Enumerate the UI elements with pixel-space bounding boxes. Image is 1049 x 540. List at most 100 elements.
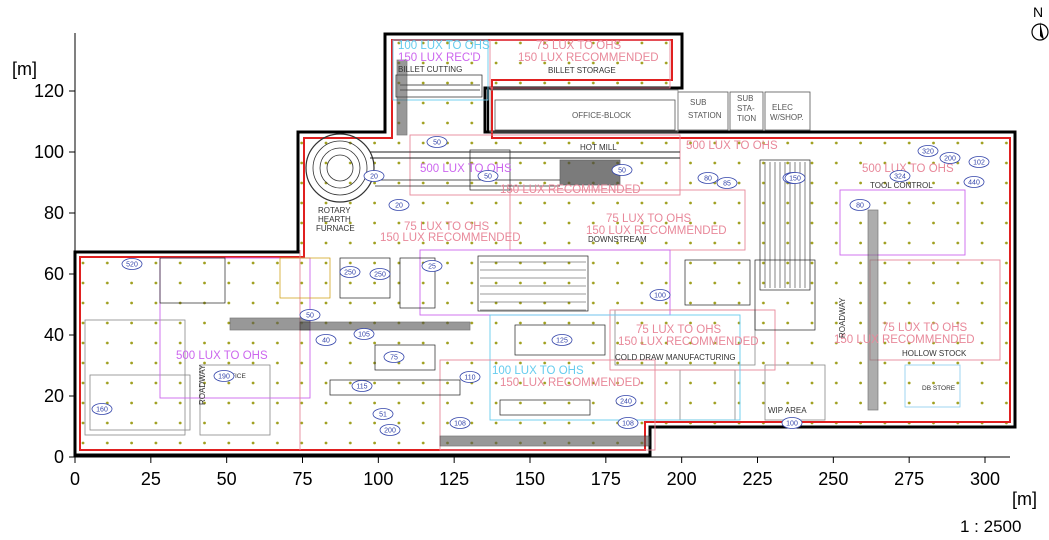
area-label: DOWNSTREAM (588, 235, 647, 244)
svg-text:102: 102 (973, 160, 985, 167)
area-label: W/SHOP. (770, 113, 804, 122)
lux-label: 75 LUX TO OHS (404, 221, 490, 233)
x-tick-label: 275 (894, 469, 924, 489)
lighting-bubble: 50 (426, 136, 448, 148)
lux-label: 150 LUX RECOMMENDED (834, 334, 975, 346)
lighting-bubble: 51 (372, 408, 394, 420)
area-label: HEARTH (318, 215, 351, 224)
lighting-bubble: 75 (383, 351, 405, 363)
svg-text:50: 50 (306, 313, 314, 320)
lux-label: 150 LUX RECOMMENDED (518, 52, 659, 64)
lighting-bubble: 125 (551, 334, 573, 346)
lighting-bubble: 115 (351, 380, 373, 392)
area-label: STA- (737, 104, 755, 113)
lighting-bubble: 100 (649, 289, 671, 301)
lux-label: 150 LUX RECOMMENDED (380, 232, 521, 244)
svg-text:105: 105 (358, 332, 370, 339)
x-tick-label: 100 (363, 469, 393, 489)
y-tick-label: 100 (34, 142, 64, 162)
svg-text:125: 125 (556, 338, 568, 345)
area-label: TOOL CONTROL (870, 181, 933, 190)
y-tick-label: 120 (34, 81, 64, 101)
lighting-bubble: 80 (849, 199, 871, 211)
x-tick-label: 125 (439, 469, 469, 489)
lighting-bubble: 200 (939, 152, 961, 164)
lux-label: 150 LUX RECOMMENDED (618, 336, 759, 348)
y-axis-unit: [m] (12, 59, 37, 79)
area-label: BILLET STORAGE (548, 66, 616, 75)
svg-text:51: 51 (379, 412, 387, 419)
lux-label: 150 LUX REC'D (398, 52, 481, 64)
y-tick-label: 0 (54, 447, 64, 467)
svg-text:115: 115 (356, 384, 367, 391)
lighting-bubble: 20 (388, 199, 410, 211)
lighting-bubble: 250 (369, 268, 391, 280)
x-tick-label: 150 (515, 469, 545, 489)
svg-text:520: 520 (126, 262, 138, 269)
x-tick-label: 300 (970, 469, 1000, 489)
area-label: ELEC (772, 103, 793, 112)
svg-text:75: 75 (390, 355, 398, 362)
lighting-bubble: 25 (421, 260, 443, 272)
lighting-bubble: 105 (353, 328, 375, 340)
svg-text:110: 110 (464, 375, 475, 382)
rotary-hearth-furnace (305, 133, 375, 203)
area-label: ROADWAY (838, 297, 847, 338)
zone-tool-control (839, 189, 966, 256)
svg-text:100: 100 (786, 421, 798, 428)
lighting-bubble: 108 (449, 417, 471, 429)
lighting-bubble: 85 (716, 177, 738, 189)
svg-text:200: 200 (384, 428, 396, 435)
lighting-bubble: 520 (121, 258, 143, 270)
area-label: HOLLOW STOCK (902, 349, 967, 358)
svg-text:80: 80 (856, 203, 864, 210)
area-label: TION (737, 114, 756, 123)
furnace-ring-outer (305, 133, 375, 203)
lighting-bubble: 50 (611, 164, 633, 176)
area-label: SUB (737, 94, 753, 103)
svg-text:85: 85 (723, 181, 731, 188)
lighting-bubble: 250 (339, 266, 361, 278)
y-tick-label: 20 (44, 386, 64, 406)
svg-text:250: 250 (374, 272, 386, 279)
lighting-bubble: 102 (968, 156, 990, 168)
area-label: ROADWAY (198, 364, 207, 405)
zone-hot-mill (409, 134, 681, 196)
svg-text:80: 80 (704, 176, 712, 183)
x-tick-label: 50 (217, 469, 237, 489)
lux-zones (159, 39, 1001, 451)
area-label: OFFICE-BLOCK (572, 111, 632, 120)
lighting-bubble: 200 (379, 424, 401, 436)
area-labels: BILLET CUTTING BILLET STORAGE SUB STATIO… (198, 65, 967, 415)
lux-label: 100 LUX TO OHS (398, 40, 490, 52)
svg-text:200: 200 (944, 156, 956, 163)
x-tick-label: 250 (818, 469, 848, 489)
svg-text:324: 324 (894, 174, 906, 181)
furnace-ring-inner (326, 154, 354, 182)
lighting-bubble: 110 (459, 371, 481, 383)
area-label: DB STORE (922, 385, 956, 392)
x-tick-label: 225 (742, 469, 772, 489)
north-arrow: N (1031, 4, 1049, 41)
lux-label: 75 LUX TO OHS (636, 324, 722, 336)
lighting-bubble: 108 (617, 417, 639, 429)
zone-billet-cutting (392, 39, 489, 101)
x-tick-label: 25 (141, 469, 161, 489)
svg-text:50: 50 (433, 140, 441, 147)
machinery (159, 59, 879, 447)
x-tick-label: 75 (292, 469, 312, 489)
lighting-bubble: 100 (781, 417, 803, 429)
lux-label: 500 LUX TO OHS (862, 163, 954, 175)
zone-cold-draw (609, 309, 776, 371)
svg-text:20: 20 (370, 174, 378, 181)
svg-text:440: 440 (968, 180, 980, 187)
lighting-bubble: 50 (477, 170, 499, 182)
lux-label: 150 LUX RECOMMENDED (500, 377, 641, 389)
svg-text:50: 50 (484, 174, 492, 181)
x-tick-label: 175 (591, 469, 621, 489)
lux-label: 500 LUX TO OHS (420, 163, 512, 175)
north-label: N (1033, 4, 1043, 20)
lighting-bubble: 240 (615, 395, 637, 407)
